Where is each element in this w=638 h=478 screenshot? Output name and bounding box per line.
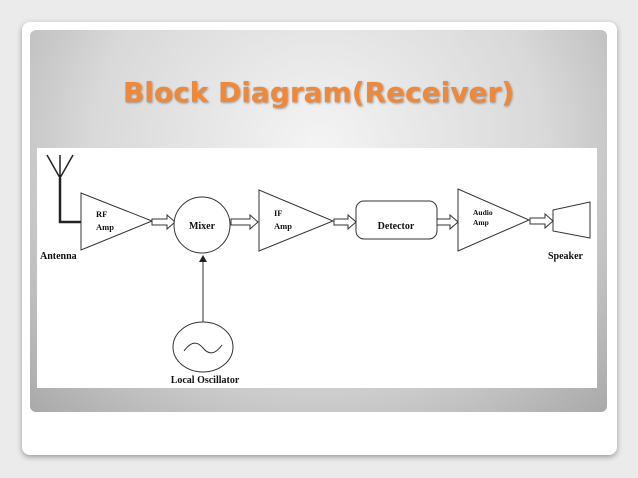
rf-amp-label-2: Amp — [96, 222, 114, 232]
if-amp-label-1: IF — [274, 208, 283, 218]
arrow-audio-to-speaker — [529, 212, 554, 230]
detector-block: Detector — [355, 200, 438, 240]
sine-wave-icon — [183, 342, 223, 354]
audio-amp-label-2: Amp — [473, 218, 489, 227]
if-amp-label-2: Amp — [274, 221, 292, 231]
mixer-block: Mixer — [173, 196, 231, 254]
speaker-icon — [552, 201, 591, 239]
audio-amp-label-1: Audio — [473, 208, 493, 217]
rf-amp-block: RF Amp — [80, 192, 154, 251]
audio-amp-block: Audio Amp — [457, 188, 531, 252]
speaker-label: Speaker — [548, 251, 584, 262]
arrow-if-to-detector — [333, 213, 357, 231]
detector-label: Detector — [378, 221, 415, 232]
diagram-background — [37, 148, 597, 388]
oscillator-label: Local Oscillator — [171, 375, 240, 386]
arrow-detector-to-audio — [436, 213, 459, 231]
slide-title: Block Diagram(Receiver) — [122, 76, 515, 109]
arrow-rf-to-mixer — [151, 213, 176, 231]
if-amp-block: IF Amp — [258, 189, 335, 252]
antenna-icon — [46, 154, 81, 224]
rf-amp-label-1: RF — [96, 209, 107, 219]
arrow-mixer-to-if — [230, 213, 259, 231]
local-oscillator-block — [172, 321, 234, 373]
antenna-label: Antenna — [40, 251, 77, 262]
mixer-label: Mixer — [189, 221, 216, 232]
